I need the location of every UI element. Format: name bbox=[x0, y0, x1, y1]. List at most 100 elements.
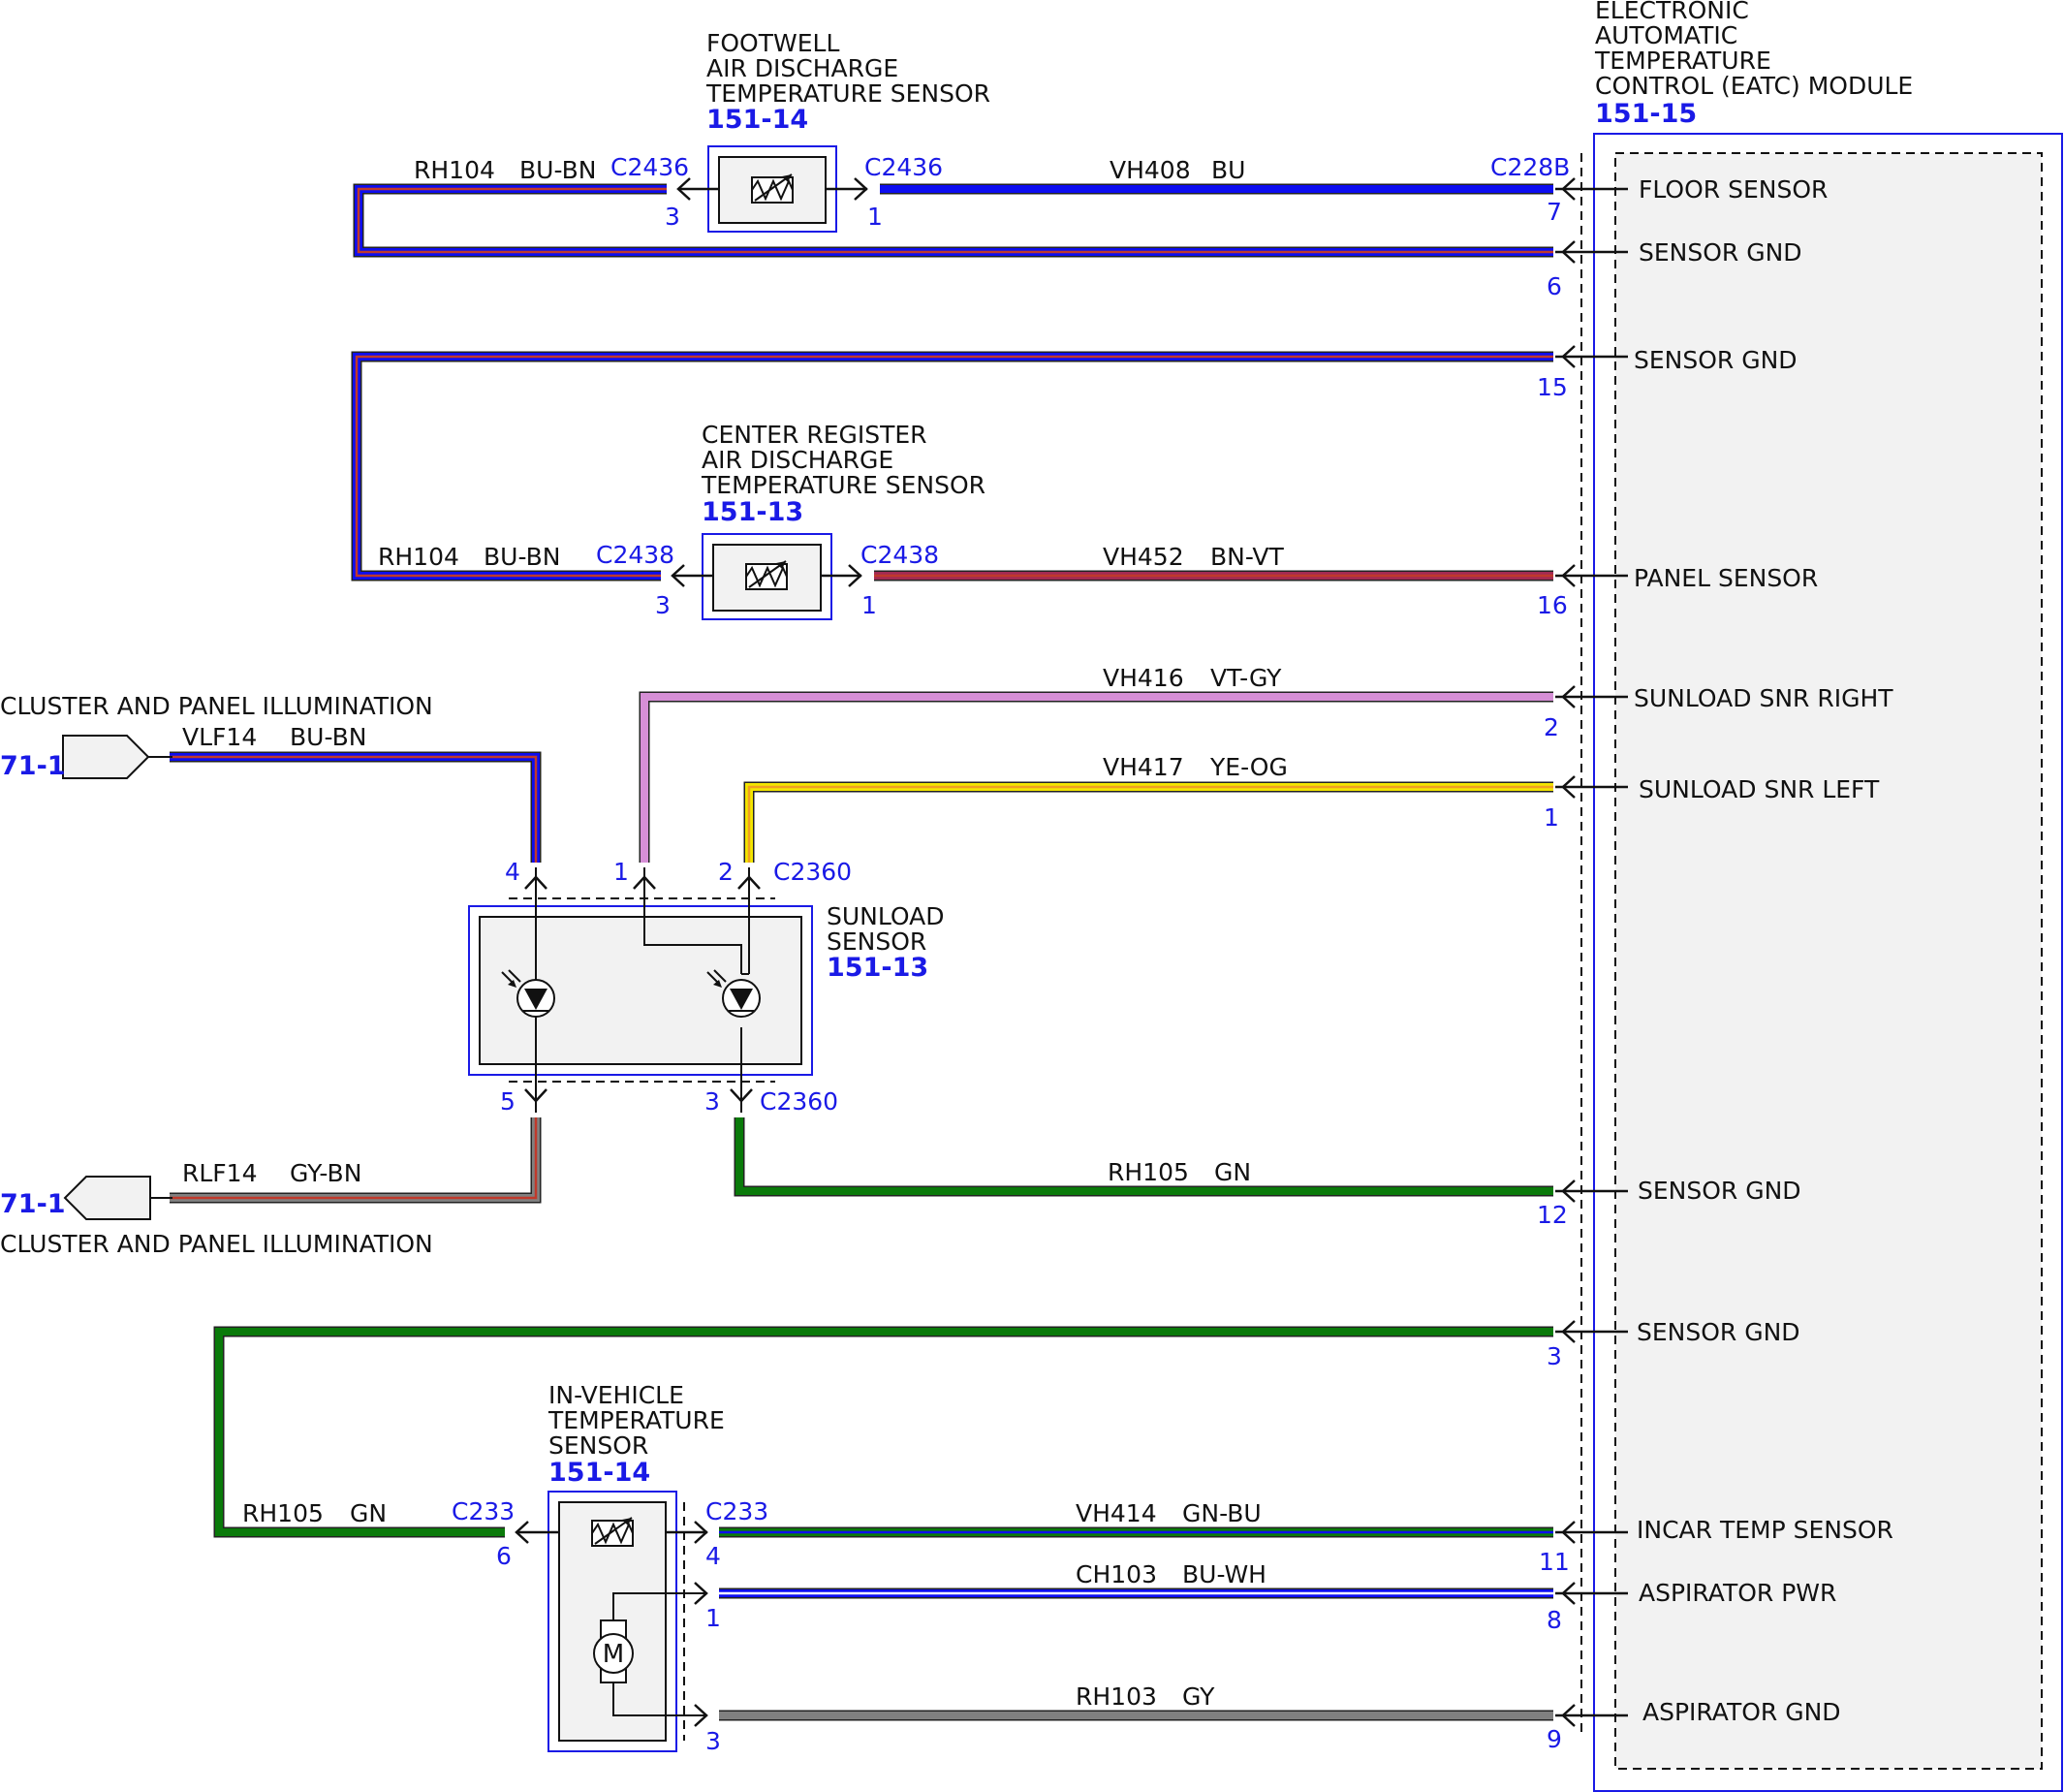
pin-label-sensor-gnd: SENSOR GND bbox=[1639, 238, 1802, 267]
wire-color: VT-GY bbox=[1210, 664, 1282, 692]
wire-color: YE-OG bbox=[1209, 753, 1288, 781]
wire-trace bbox=[215, 1328, 1553, 1536]
pin-number: 6 bbox=[496, 1542, 512, 1570]
pin-number: 6 bbox=[1547, 272, 1562, 300]
connector-label: C2438 bbox=[596, 541, 674, 569]
sunload-ref: 151-13 bbox=[827, 953, 928, 983]
pin-number: 2 bbox=[1544, 713, 1559, 741]
pin-number: 2 bbox=[718, 858, 734, 886]
wire-trace bbox=[641, 693, 1553, 863]
wire-trace bbox=[170, 1117, 538, 1200]
pin-number: 4 bbox=[705, 1542, 721, 1570]
wire-trace bbox=[745, 783, 1553, 863]
wire-trace bbox=[639, 691, 1553, 863]
pin-number: 4 bbox=[505, 858, 520, 886]
motor-icon bbox=[593, 1633, 634, 1674]
pin-label-sensor-gnd: SENSOR GND bbox=[1637, 1318, 1800, 1346]
wire-trace bbox=[743, 781, 1553, 863]
wire-circuit: CH103 bbox=[1076, 1560, 1157, 1588]
wire-rh105-invehicle bbox=[219, 1332, 1553, 1532]
footwell-sensor bbox=[676, 145, 868, 233]
illumination-ref-bottom: 71-1 bbox=[0, 1189, 66, 1219]
pin-number: 1 bbox=[867, 203, 883, 231]
pin-label-floor-sensor: FLOOR SENSOR bbox=[1639, 175, 1828, 204]
wire-vh416 bbox=[644, 697, 1553, 863]
wire-color: BU bbox=[1211, 156, 1245, 184]
pin-label-sensor-gnd: SENSOR GND bbox=[1634, 346, 1798, 374]
pin-number: 1 bbox=[861, 591, 877, 619]
wire-trace bbox=[355, 355, 1553, 578]
illumination-label-top: CLUSTER AND PANEL ILLUMINATION bbox=[0, 692, 433, 720]
pin-number: 5 bbox=[500, 1087, 516, 1116]
wire-labels: RH104 BU-BN VH408 BU RH104 BU-BN VH452 B… bbox=[182, 156, 1288, 1711]
pin-label-panel-sensor: PANEL SENSOR bbox=[1634, 564, 1818, 592]
connector-label: C228B bbox=[1490, 153, 1570, 181]
illumination-connector-out bbox=[63, 1176, 172, 1220]
connector-label: C233 bbox=[705, 1497, 768, 1525]
wire-color: GN bbox=[1214, 1158, 1251, 1186]
wire-color: BU-BN bbox=[290, 723, 366, 751]
eatc-module-ref: 151-15 bbox=[1595, 99, 1697, 129]
eatc-module bbox=[1580, 133, 2063, 1792]
motor-label: M bbox=[603, 1640, 624, 1669]
wires bbox=[170, 183, 1553, 1721]
pin-number: 3 bbox=[1547, 1342, 1562, 1370]
connector-label: C2360 bbox=[760, 1087, 838, 1116]
pin-number: 3 bbox=[705, 1727, 721, 1755]
center-register-ref: 151-13 bbox=[702, 497, 803, 527]
in-vehicle-ref: 151-14 bbox=[548, 1458, 650, 1488]
wire-circuit: RLF14 bbox=[182, 1159, 258, 1187]
in-vehicle-sensor: M bbox=[515, 1491, 708, 1752]
pin-number: 9 bbox=[1547, 1725, 1562, 1753]
pin-number: 11 bbox=[1539, 1548, 1570, 1576]
pin-number: 3 bbox=[704, 1087, 720, 1116]
thermistor-icon bbox=[751, 173, 794, 204]
photodiode-icon bbox=[501, 969, 555, 1018]
wire-vh417 bbox=[749, 787, 1553, 863]
photodiode-icon bbox=[706, 969, 761, 1018]
pin-number: 8 bbox=[1547, 1606, 1562, 1634]
wire-circuit: RH104 bbox=[414, 156, 495, 184]
wire-circuit: VH408 bbox=[1110, 156, 1191, 184]
module-pin-labels: FLOOR SENSOR SENSOR GND SENSOR GND PANEL… bbox=[1634, 175, 1893, 1726]
connector-label: C2436 bbox=[864, 153, 943, 181]
wire-vlf14 bbox=[170, 757, 536, 863]
wire-trace bbox=[735, 1117, 1553, 1195]
illumination-ref-top: 71-1 bbox=[0, 751, 66, 781]
illumination-connector-in bbox=[62, 735, 172, 779]
connector-label: C2436 bbox=[610, 153, 689, 181]
wire-color: BU-BN bbox=[484, 543, 560, 571]
wire-circuit: VH416 bbox=[1103, 664, 1184, 692]
illumination-label-bottom: CLUSTER AND PANEL ILLUMINATION bbox=[0, 1230, 433, 1258]
wire-circuit: RH104 bbox=[378, 543, 459, 571]
pin-label-aspirator-pwr: ASPIRATOR PWR bbox=[1639, 1579, 1836, 1607]
pin-number: 16 bbox=[1537, 591, 1568, 619]
wire-color: BU-BN bbox=[519, 156, 596, 184]
wire-color: GY-BN bbox=[290, 1159, 361, 1187]
wire-circuit: RH105 bbox=[1108, 1158, 1189, 1186]
wire-trace bbox=[357, 187, 1553, 254]
pin-number: 12 bbox=[1537, 1201, 1568, 1229]
wire-circuit: VH452 bbox=[1103, 543, 1184, 571]
wire-circuit: RH105 bbox=[242, 1499, 324, 1527]
thermistor-icon bbox=[745, 560, 788, 590]
connector-label: C2360 bbox=[773, 858, 852, 886]
pin-label-sensor-gnd: SENSOR GND bbox=[1638, 1177, 1801, 1205]
pin-number: 15 bbox=[1537, 373, 1568, 401]
wire-color: GN bbox=[350, 1499, 387, 1527]
thermistor-icon bbox=[591, 1517, 634, 1547]
pin-number: 1 bbox=[705, 1604, 721, 1632]
sunload-sensor bbox=[468, 867, 813, 1113]
wire-color: GN-BU bbox=[1182, 1499, 1262, 1527]
connector-label: C2438 bbox=[860, 541, 939, 569]
wire-color: GY bbox=[1182, 1682, 1215, 1711]
wire-circuit: VH414 bbox=[1076, 1499, 1157, 1527]
pin-label-incar-temp-sensor: INCAR TEMP SENSOR bbox=[1637, 1516, 1893, 1544]
pin-label-sunload-right: SUNLOAD SNR RIGHT bbox=[1634, 684, 1893, 712]
